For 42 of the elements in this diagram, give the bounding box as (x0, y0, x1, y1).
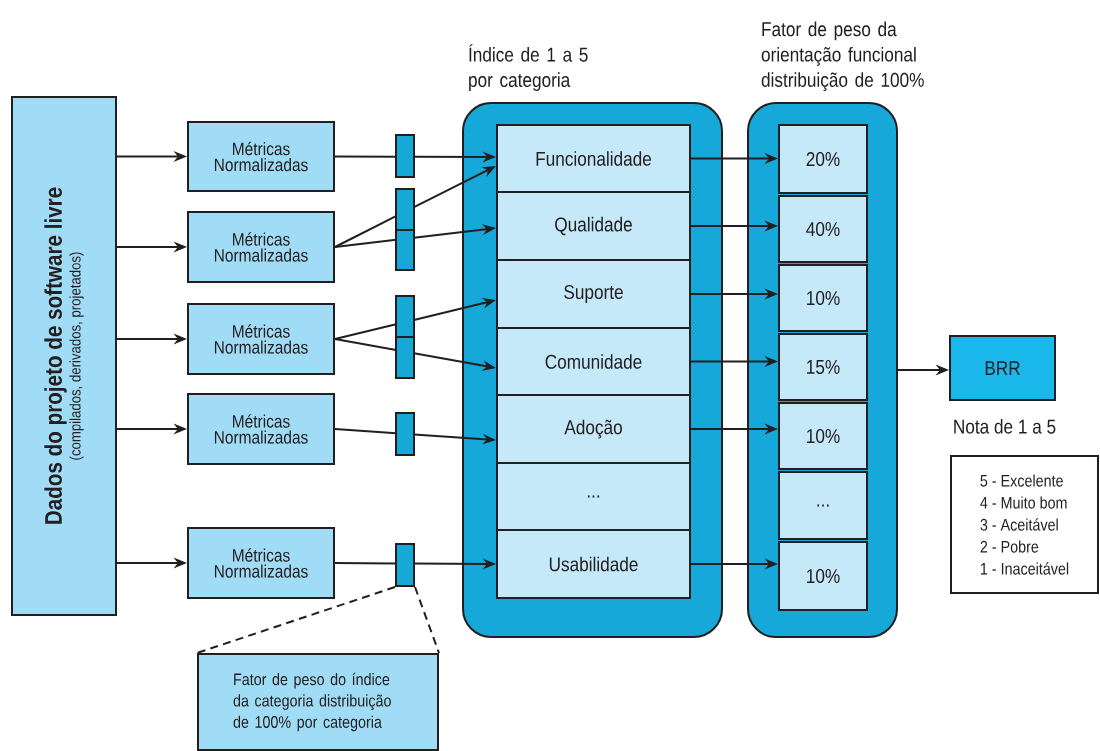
result-caption: Nota de 1 a 5 (954, 419, 1056, 434)
connector-line (334, 215, 397, 248)
weight-cell: 10% (778, 402, 868, 470)
metrics-box: Métricas Normalizadas (187, 527, 335, 599)
metrics-box: Métricas Normalizadas (187, 393, 335, 465)
connector-line (334, 428, 397, 435)
weight-cell: 20% (778, 124, 868, 194)
category-cell: Funcionalidade (496, 124, 691, 193)
weight-bar (395, 134, 415, 178)
category-cell: ... (496, 462, 691, 531)
panel-heading: Fator de peso da orientação funcional distribuição de 100% (761, 21, 924, 91)
rating-scale-box: 5 - Excelente 4 - Muito bom 3 - Aceitável 2 - Pobre 1 - Inaceitável (950, 455, 1099, 594)
metrics-box: Métricas Normalizadas (187, 211, 335, 283)
connector-line (334, 238, 397, 248)
connector-line (334, 323, 397, 340)
connector-line (334, 562, 397, 565)
metrics-box: Métricas Normalizadas (187, 303, 335, 375)
weight-cell: 15% (778, 333, 868, 401)
category-cell: Qualidade (496, 191, 691, 261)
category-cell: Suporte (496, 259, 691, 329)
category-cell: Comunidade (496, 327, 691, 396)
callout-box: Fator de peso do índice da categoria distribuição de 100% por categoria (197, 653, 439, 751)
weight-bar (395, 336, 415, 379)
source-box: Dados do projeto de software livre (compilados, derivados, projetados) (11, 96, 117, 616)
category-cell: Usabilidade (496, 529, 691, 599)
panel-heading: Índice de 1 a 5 por categoria (469, 44, 588, 91)
result-box: BRR (949, 335, 1056, 401)
weight-cell: 10% (778, 264, 868, 332)
weight-bar (395, 543, 415, 587)
weight-cell: 40% (778, 195, 868, 263)
weight-cell: ... (778, 471, 868, 540)
leader-line (196, 586, 396, 654)
weight-cell: 10% (778, 541, 868, 611)
category-cell: Adoção (496, 394, 691, 464)
weight-bar (395, 229, 415, 271)
weight-bar (395, 188, 415, 231)
connector-line (334, 155, 397, 158)
leader-line (414, 586, 440, 654)
weight-bar (395, 412, 415, 456)
weight-bar (395, 295, 415, 338)
metrics-box: Métricas Normalizadas (187, 121, 335, 192)
connector-line (334, 338, 397, 351)
